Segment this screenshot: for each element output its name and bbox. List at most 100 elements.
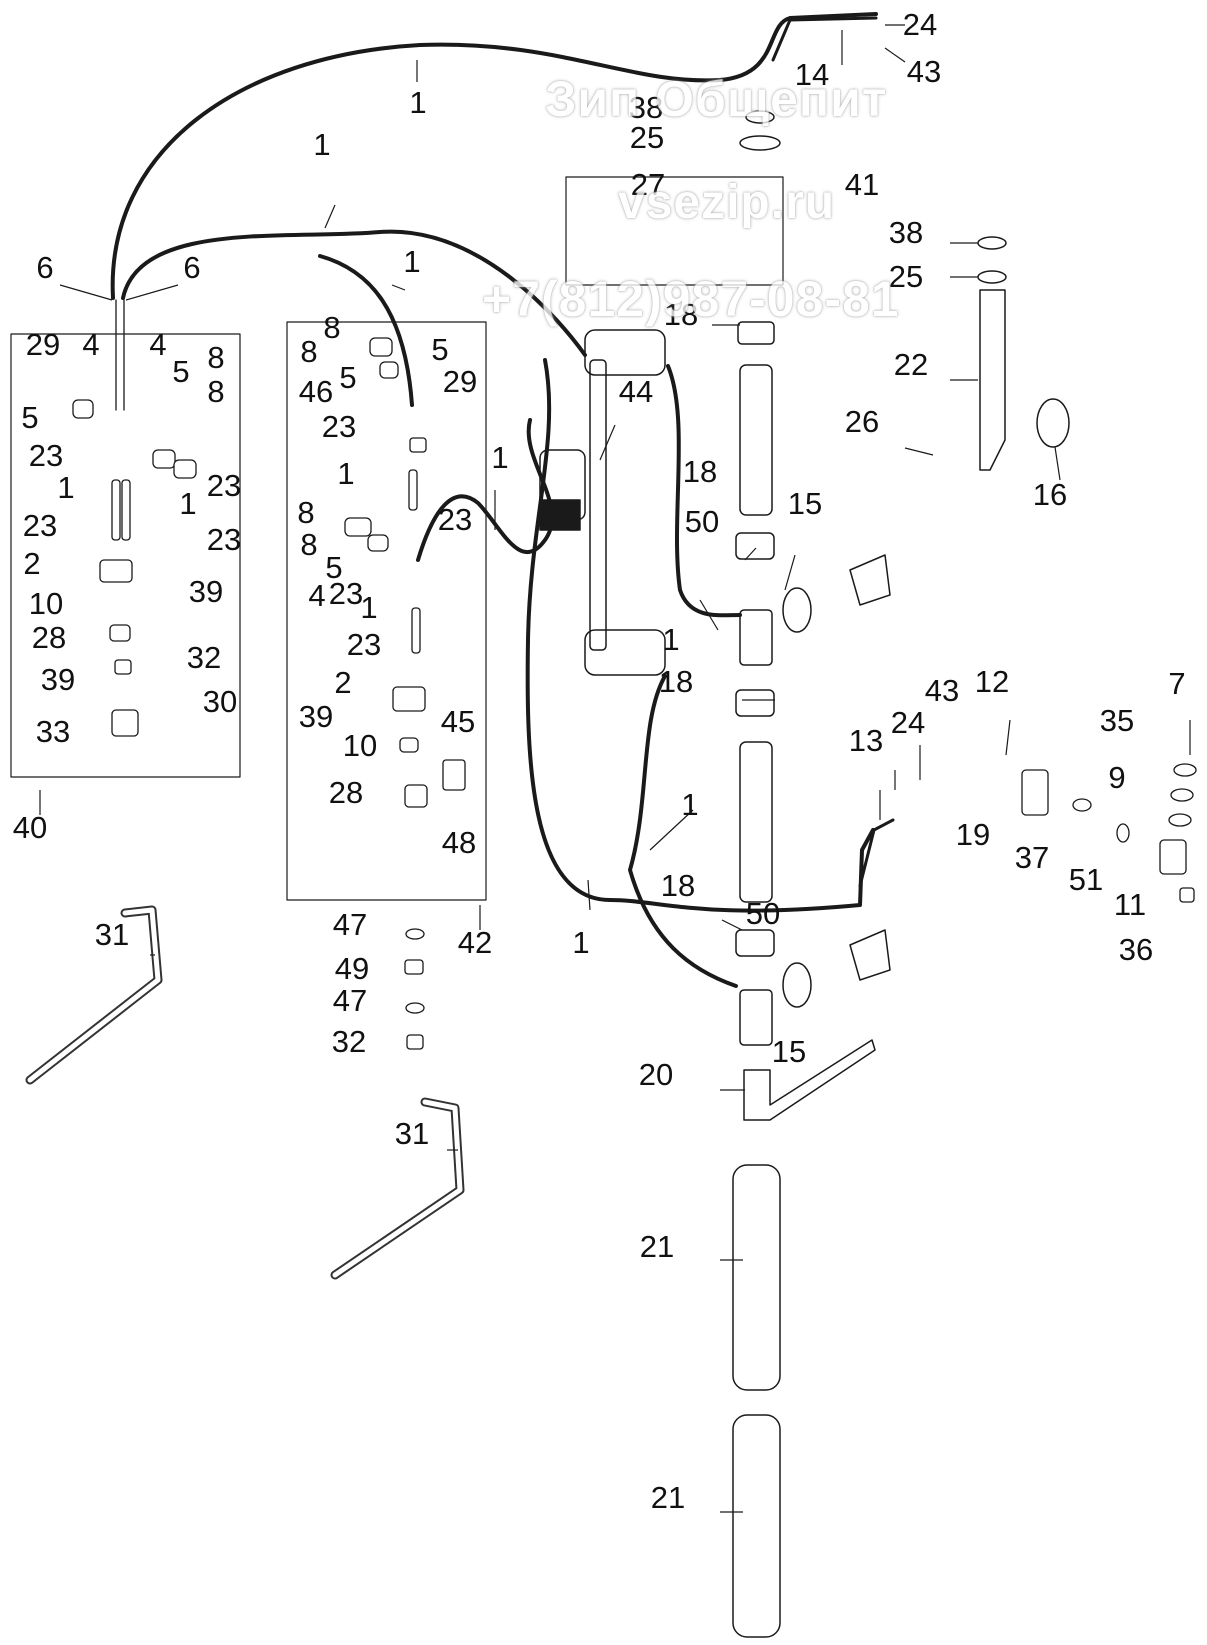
callout-18: 18	[659, 664, 693, 699]
callout-43: 43	[925, 673, 959, 708]
tube-1-mid-a	[408, 469, 418, 511]
callout-31: 31	[95, 917, 129, 952]
valve-filter	[539, 499, 581, 531]
callout-10: 10	[29, 586, 63, 621]
ring-38-top	[745, 110, 775, 124]
hose-upper	[121, 229, 587, 357]
callout-8: 8	[297, 495, 314, 530]
callout-5: 5	[431, 332, 448, 367]
callout-44: 44	[619, 374, 653, 409]
callout-13: 13	[849, 723, 883, 758]
small-parts	[72, 337, 1197, 1050]
callout-23: 23	[347, 627, 381, 662]
callout-29: 29	[26, 327, 60, 362]
callout-1: 1	[313, 127, 330, 162]
callout-27: 27	[631, 167, 665, 202]
callout-5: 5	[339, 360, 356, 395]
callout-25: 25	[630, 120, 664, 155]
callout-10: 10	[343, 728, 377, 763]
hose-middle	[318, 254, 414, 407]
callout-1: 1	[662, 622, 679, 657]
callout-18: 18	[661, 868, 695, 903]
callout-16: 16	[1033, 477, 1067, 512]
callout-32: 32	[332, 1024, 366, 1059]
callout-4: 4	[308, 578, 325, 613]
callout-20: 20	[639, 1057, 673, 1092]
flange-15-lower	[782, 962, 812, 1008]
callout-28: 28	[329, 775, 363, 810]
watermark-title: Зип Общепит	[545, 71, 888, 127]
callout-38: 38	[629, 90, 663, 125]
tee-upper	[739, 609, 773, 666]
collar-18b	[735, 689, 775, 717]
hose-top	[110, 12, 878, 300]
hose-right-top	[666, 364, 742, 618]
callout-4: 4	[149, 327, 166, 362]
callout-30: 30	[203, 684, 237, 719]
callout-47: 47	[333, 907, 367, 942]
column-parts	[732, 110, 1070, 1638]
callout-15: 15	[788, 486, 822, 521]
callout-29: 29	[443, 364, 477, 399]
pipe-main-mid	[739, 741, 773, 903]
callout-35: 35	[1100, 703, 1134, 738]
callout-8: 8	[207, 374, 224, 409]
callout-21: 21	[651, 1480, 685, 1515]
callout-39: 39	[41, 662, 75, 697]
callout-23: 23	[207, 468, 241, 503]
collar-upper	[737, 321, 775, 345]
callout-50: 50	[685, 504, 719, 539]
callout-1: 1	[681, 787, 698, 822]
callout-41: 41	[845, 167, 879, 202]
hose-31-mid-inner	[332, 1099, 463, 1278]
callout-5: 5	[172, 354, 189, 389]
tube-21-upper	[732, 1164, 781, 1391]
tube-1-left-b	[121, 479, 131, 541]
callout-23: 23	[23, 508, 57, 543]
callout-9: 9	[1108, 760, 1125, 795]
callout-23: 23	[329, 576, 363, 611]
callout-24: 24	[903, 7, 937, 42]
hose-right-lower	[628, 674, 738, 988]
kit-box-40	[10, 333, 241, 778]
callout-23: 23	[322, 409, 356, 444]
callout-23: 23	[438, 502, 472, 537]
callout-8: 8	[323, 310, 340, 345]
callout-23: 23	[29, 438, 63, 473]
collar-18a	[735, 532, 775, 560]
callout-1: 1	[57, 470, 74, 505]
valve-bottom	[584, 629, 666, 676]
callout-49: 49	[335, 951, 369, 986]
callout-1: 1	[360, 590, 377, 625]
callout-39: 39	[299, 699, 333, 734]
callout-6: 6	[183, 250, 200, 285]
hoses	[110, 12, 878, 988]
callout-46: 46	[299, 374, 333, 409]
valve-top	[584, 329, 666, 376]
callout-1: 1	[403, 244, 420, 279]
callout-1: 1	[337, 456, 354, 491]
valve-pipe	[589, 359, 607, 651]
hose-long-left	[416, 418, 554, 562]
callout-8: 8	[207, 340, 224, 375]
callout-1: 1	[409, 85, 426, 120]
callout-1: 1	[572, 925, 589, 960]
tee-lower	[739, 989, 773, 1046]
watermark-site: vsezip.ru	[618, 176, 836, 229]
callout-42: 42	[458, 925, 492, 960]
callout-37: 37	[1015, 840, 1049, 875]
bracket-lower	[849, 929, 891, 981]
callout-18: 18	[664, 297, 698, 332]
callout-1: 1	[491, 440, 508, 475]
callout-1: 1	[179, 486, 196, 521]
callout-5: 5	[325, 550, 342, 585]
ring-25-right	[977, 270, 1007, 284]
ring-38-right	[977, 236, 1007, 250]
bar-13	[858, 818, 895, 888]
callout-8: 8	[300, 334, 317, 369]
callout-11: 11	[1114, 887, 1146, 922]
callout-19: 19	[956, 817, 990, 852]
callout-45: 45	[441, 704, 475, 739]
